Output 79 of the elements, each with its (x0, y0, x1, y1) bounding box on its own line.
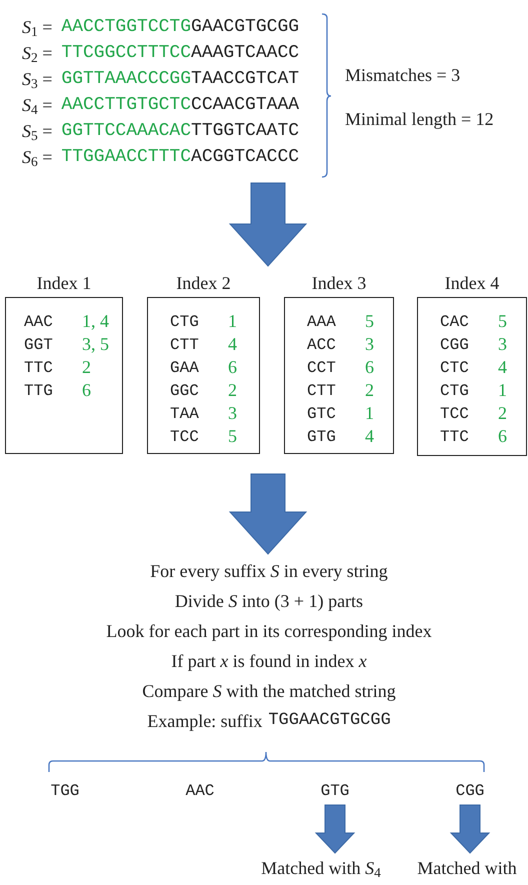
sequence: TTCGGCCTTTCCAAAGTCAACC (61, 42, 300, 65)
kmer: GAA (170, 358, 200, 378)
match-result: Matched with (417, 857, 517, 880)
index-heading: Index 2 (176, 272, 231, 295)
kmer: TTC (24, 358, 54, 378)
block-arrow (228, 182, 308, 267)
kmer: CAC (440, 312, 470, 332)
algorithm-step: Compare S with the matched string (142, 676, 396, 706)
block-arrow (314, 804, 356, 854)
kmer: CGG (440, 334, 470, 356)
string-ids: 6 (82, 379, 91, 402)
index-heading: Index 4 (444, 272, 500, 295)
string-ids: 1 (498, 379, 507, 402)
kmer: AAA (307, 312, 337, 332)
kmer: CTG (170, 312, 200, 332)
string-ids: 4 (228, 333, 237, 356)
kmer: CCT (307, 358, 337, 378)
string-ids: 6 (365, 356, 374, 379)
index-heading: Index 1 (36, 272, 92, 295)
algorithm-step: Look for each part in its corresponding index (106, 616, 432, 646)
string-ids: 2 (82, 356, 91, 379)
sequence: GGTTCCAAACACTTGGTCAATC (61, 120, 300, 143)
string-ids: 3 (365, 333, 374, 356)
string-ids: 3 (228, 402, 237, 425)
string-ids: 3, 5 (82, 333, 109, 356)
string-name: S$_{3}$ = (22, 68, 52, 92)
string-name: S$_{4}$ = (22, 94, 52, 118)
sequence: AACCTTGTGCTCCCAACGTAAA (61, 94, 300, 117)
string-ids: 6 (498, 425, 507, 448)
kmer: CTC (440, 358, 470, 378)
suffix-part: CGG (456, 781, 484, 802)
kmer: GGT (24, 334, 54, 356)
example-label: Example: suffix (147, 710, 262, 733)
kmer: CTG (440, 380, 470, 402)
algorithm-step: If part x is found in index x (171, 646, 367, 676)
string-ids: 6 (228, 356, 237, 379)
string-ids: 4 (365, 425, 374, 448)
suffix-sequence: TGGAACGTGCGG (268, 710, 391, 732)
string-ids: 2 (365, 379, 374, 402)
parameter-label: Mismatches = 3 (345, 65, 460, 85)
kmer: CTT (307, 380, 337, 402)
algorithm-step: Divide S into (3 + 1) parts (174, 586, 364, 616)
string-ids: 2 (228, 379, 237, 402)
string-ids: 2 (498, 402, 507, 425)
string-ids: 5 (228, 425, 237, 448)
string-ids: 5 (498, 310, 507, 333)
kmer: GTG (307, 426, 337, 448)
string-name: S$_{1}$ = (22, 16, 52, 40)
string-name: S$_{6}$ = (22, 146, 52, 170)
string-name: S$_{2}$ = (22, 42, 52, 66)
parameter-label: Minimal length = 12 (345, 109, 494, 129)
kmer: GTC (307, 404, 337, 424)
kmer: TTG (24, 380, 54, 402)
block-arrow (450, 804, 490, 854)
sequence: GGTTAAACCCGGTAACCGTCAT (61, 68, 300, 91)
sequence: TTGGAACCTTTCACGGTCACCC (61, 146, 300, 169)
kmer: CTT (170, 334, 200, 356)
kmer: GGC (170, 380, 200, 402)
suffix-part: TGG (50, 781, 80, 802)
string-ids: 1 (228, 310, 237, 333)
suffix-part: AAC (186, 781, 214, 802)
suffix-part: GTG (320, 781, 350, 802)
string-ids: 3 (498, 333, 507, 356)
sequence: AACCTGGTCCTGGAACGTGCGG (61, 16, 300, 39)
block-arrow (228, 474, 308, 555)
kmer: ACC (307, 334, 337, 356)
string-ids: 5 (365, 310, 374, 333)
string-ids: 1, 4 (82, 310, 109, 333)
string-ids: 4 (498, 356, 507, 379)
string-name: S$_{5}$ = (22, 120, 52, 144)
kmer: TTC (440, 426, 470, 448)
kmer: TCC (440, 404, 470, 424)
index-heading: Index 3 (312, 272, 366, 295)
match-result: Matched with S$_{4}$ (261, 857, 381, 880)
kmer: AAC (24, 312, 54, 332)
kmer: TAA (170, 404, 200, 424)
algorithm-step: For every suffix S in every string (150, 556, 388, 586)
string-ids: 1 (365, 402, 374, 425)
kmer: TCC (170, 426, 200, 448)
